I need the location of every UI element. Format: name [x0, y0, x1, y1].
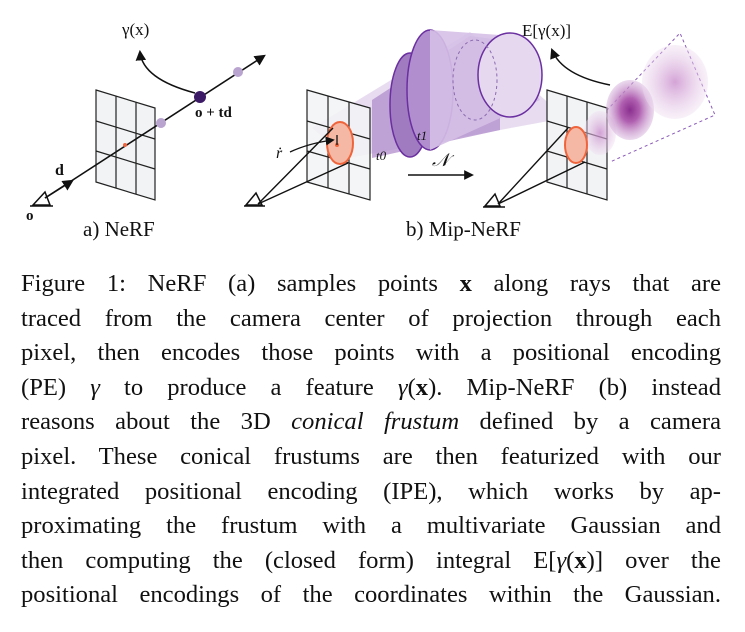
figure-illustration: γ(x) o + td d o ṙ t0 t1 𝒩 [26, 20, 716, 224]
radius-label: ṙ [276, 145, 283, 162]
caption-line: proximating the frustum with a multivari… [21, 509, 721, 544]
caption-line: reasons about the 3D conical frustum def… [21, 405, 721, 440]
camera-icon [244, 191, 265, 207]
caption-text: proximating the frustum with a multivari… [21, 512, 721, 540]
caption-text: pixel. These conical frustums are then f… [21, 442, 721, 470]
caption-text: x [415, 373, 429, 401]
direction-label: d [55, 162, 64, 179]
caption-text: x [459, 270, 472, 297]
caption-text: integrated positional encoding (IPE), wh… [21, 477, 721, 505]
caption-line: (PE) γ to produce a feature γ(x). Mip-Ne… [21, 371, 721, 406]
nerf-diagram: γ(x) o + td d o [26, 20, 266, 224]
caption-text: positional encodings of the coordinates … [21, 581, 721, 609]
caption-text: γ [556, 546, 567, 574]
camera-icon [483, 192, 505, 208]
caption-text: (PE) [21, 373, 91, 401]
panel-a-label: a) NeRF [83, 217, 155, 241]
caption-text: then computing the (closed form) integra… [21, 546, 557, 574]
normal-distribution-label: 𝒩 [432, 150, 455, 170]
caption-text: conical frustum [291, 408, 460, 436]
caption-text: )] over the [586, 546, 721, 574]
mip-nerf-cone-diagram: ṙ t0 t1 𝒩 [244, 29, 565, 207]
figure-caption: Figure 1: NeRF (a) samples points x alon… [21, 267, 721, 613]
caption-text: γ [90, 373, 100, 401]
caption-text: along rays that are [471, 270, 721, 297]
t0-label: t0 [376, 148, 387, 163]
caption-line: then computing the (closed form) integra… [21, 544, 721, 579]
caption-line: pixel. These conical frustums are then f… [21, 440, 721, 475]
caption-text: x [574, 546, 587, 574]
caption-text: ( [407, 373, 416, 401]
caption-text: reasons about the 3D [21, 408, 292, 436]
camera-icon [30, 190, 53, 207]
caption-text: defined by a camera [459, 408, 721, 436]
caption-line: pixel, then encodes those points with a … [21, 336, 721, 371]
caption-text: pixel, then encodes those points with a … [21, 339, 721, 367]
ray-point-label: o + td [195, 105, 233, 121]
caption-line: positional encodings of the coordinates … [21, 578, 721, 613]
gamma-x-label: γ(x) [121, 20, 149, 39]
gaussian-diagram: E[γ(x)] [483, 21, 716, 208]
caption-text: ( [566, 546, 575, 574]
caption-text: traced from the camera center of project… [21, 304, 721, 332]
caption-line: traced from the camera center of project… [21, 302, 721, 337]
caption-text: to produce a feature [99, 373, 398, 401]
origin-label: o [26, 208, 34, 224]
expected-gamma-label: E[γ(x)] [522, 21, 571, 40]
caption-text: γ [397, 373, 408, 401]
caption-line: integrated positional encoding (IPE), wh… [21, 475, 721, 510]
caption-text: Figure 1: NeRF (a) samples points [21, 270, 460, 297]
panel-b-label: b) Mip-NeRF [406, 217, 521, 241]
t1-label: t1 [417, 128, 427, 143]
caption-line: Figure 1: NeRF (a) samples points x alon… [21, 267, 721, 302]
caption-text: ). Mip-NeRF (b) instead [428, 373, 722, 401]
